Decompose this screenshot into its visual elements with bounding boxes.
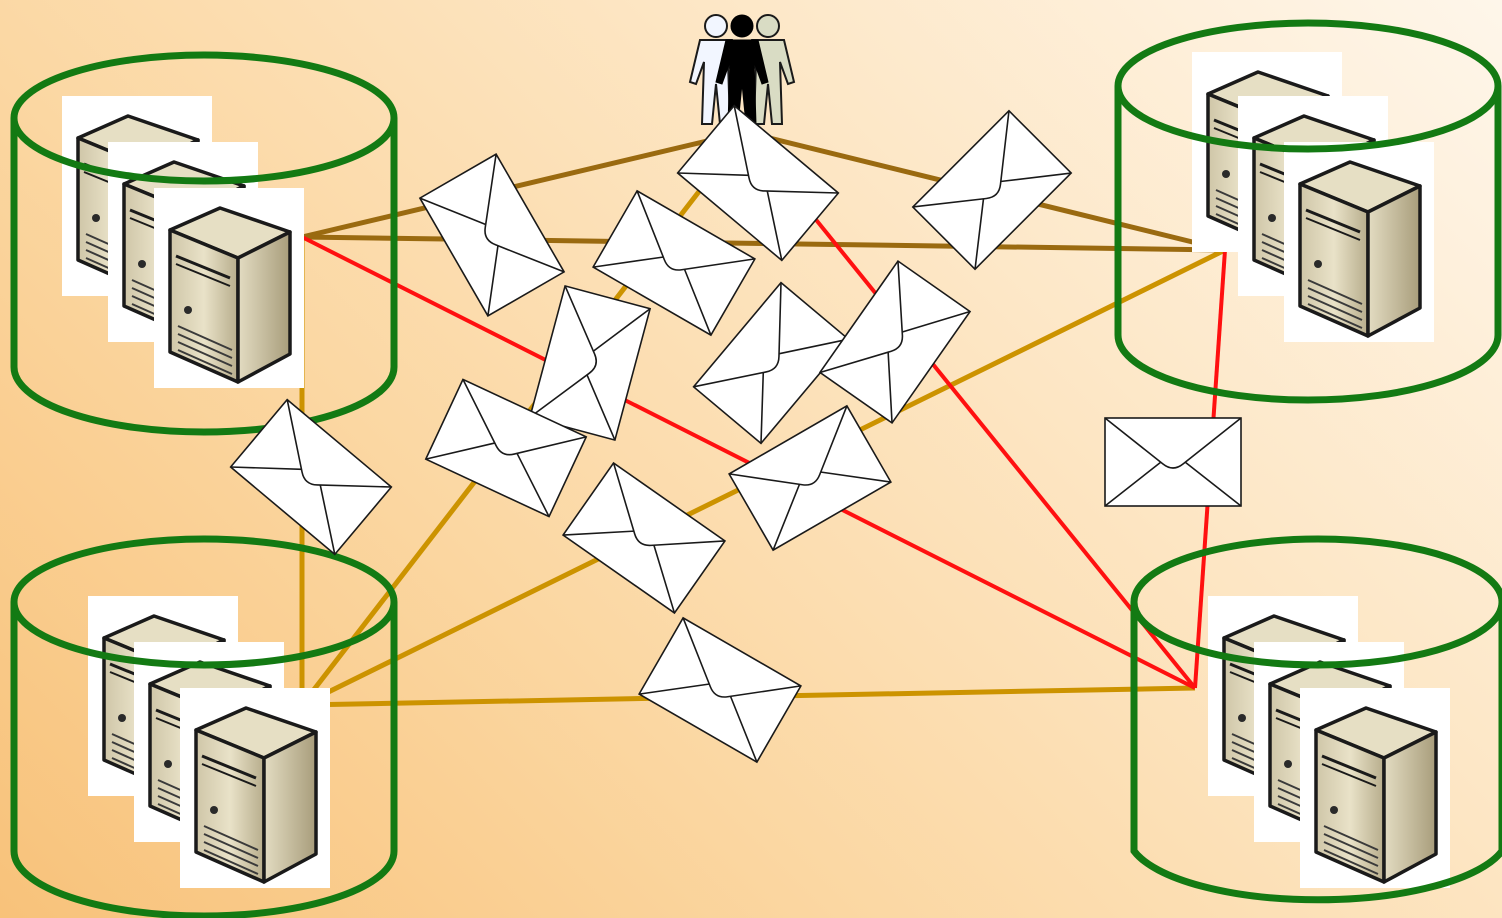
server-tower-icon — [152, 186, 306, 390]
link-users-cluster-top-left — [301, 129, 746, 240]
server-tower-icon — [178, 686, 332, 890]
envelope-icon — [229, 398, 393, 556]
cluster-top-left — [10, 51, 398, 436]
envelope-icon — [529, 285, 651, 441]
envelope-icon — [819, 260, 971, 424]
link-users-cluster-bottom-right — [743, 130, 1197, 690]
cluster-bottom-left — [10, 535, 398, 918]
server-tower-icon — [1282, 140, 1436, 344]
envelope-icon — [562, 462, 726, 614]
people-group-icon — [689, 14, 795, 125]
cluster-top-right — [1114, 19, 1502, 404]
envelope-icon — [638, 617, 802, 763]
envelope-icon — [1104, 417, 1242, 507]
cluster-bottom-right — [1130, 535, 1502, 904]
server-tower-icon — [1298, 686, 1452, 890]
